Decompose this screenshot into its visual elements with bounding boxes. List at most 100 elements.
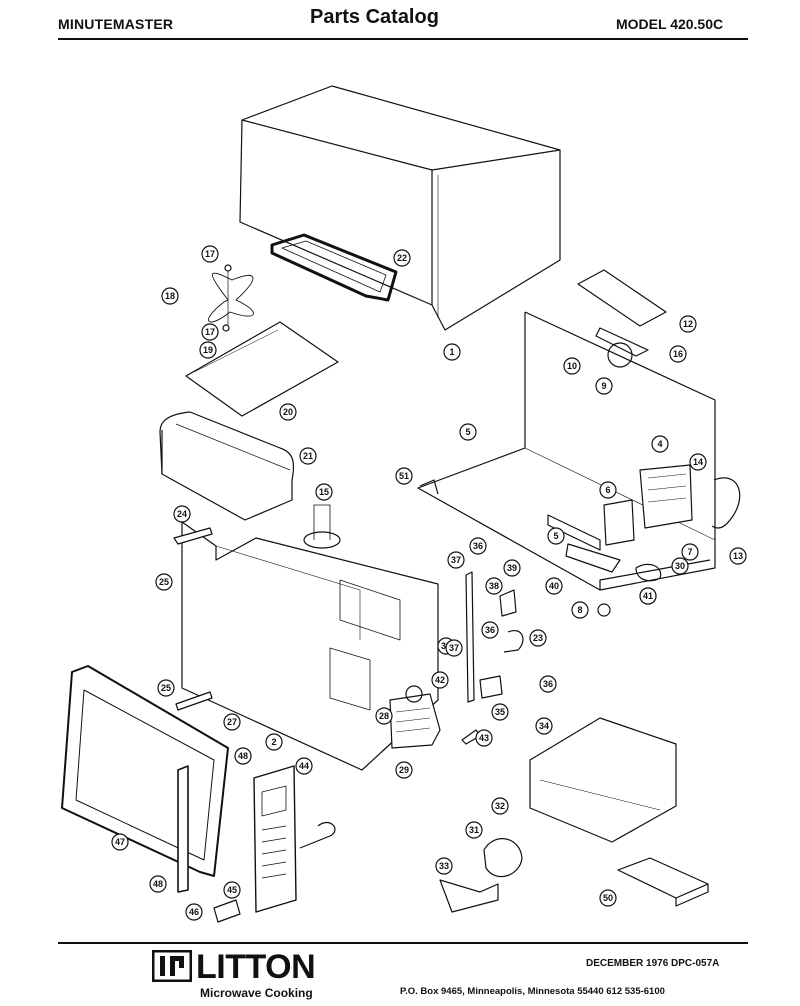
- callout-2: 2: [265, 733, 283, 751]
- callout-36: 36: [481, 621, 499, 639]
- header-rule: [58, 38, 748, 40]
- callout-number: 43: [479, 733, 489, 743]
- callout-number: 23: [533, 633, 543, 643]
- callout-30: 30: [671, 557, 689, 575]
- control-panel-drawing: [253, 765, 297, 913]
- callout-circle: [111, 833, 129, 851]
- callout-16: 16: [669, 345, 687, 363]
- litton-logo-icon: [152, 950, 192, 982]
- control-housing-drawing: [159, 411, 295, 521]
- callout-33: 33: [435, 857, 453, 875]
- callout-8: 8: [571, 601, 589, 619]
- callout-23: 23: [529, 629, 547, 647]
- callout-22: 22: [393, 249, 411, 267]
- callout-number: 18: [165, 291, 175, 301]
- callout-number: 2: [271, 737, 276, 747]
- callout-number: 9: [601, 381, 606, 391]
- callout-circle: [315, 483, 333, 501]
- callout-number: 19: [203, 345, 213, 355]
- callout-number: 47: [115, 837, 125, 847]
- callout-number: 51: [399, 471, 409, 481]
- callout-circle: [265, 733, 283, 751]
- callout-circle: [375, 707, 393, 725]
- callout-number: 28: [379, 711, 389, 721]
- callout-42: 42: [431, 671, 449, 689]
- callout-number: 35: [495, 707, 505, 717]
- callout-number: 15: [319, 487, 329, 497]
- transformer-components-drawing: [547, 464, 741, 582]
- callout-number: 4: [657, 439, 662, 449]
- callout-number: 10: [567, 361, 577, 371]
- callout-number: 48: [238, 751, 248, 761]
- top-cover-plate-drawing: [577, 269, 667, 357]
- lamp-drawing: [607, 342, 633, 368]
- callout-circle: [223, 881, 241, 899]
- callout-circle: [689, 453, 707, 471]
- gasket-frame-drawing: [270, 233, 398, 302]
- callout-circle: [491, 703, 509, 721]
- grommet-drawing: [597, 603, 611, 617]
- callout-circle: [599, 889, 617, 907]
- exploded-parts-diagram: 1245567891011121314151617171819202122232…: [61, 85, 747, 923]
- callout-circle: [447, 551, 465, 569]
- callout-number: 21: [303, 451, 313, 461]
- callout-circle: [295, 757, 313, 775]
- callout-number: 27: [227, 717, 237, 727]
- callout-circle: [393, 249, 411, 267]
- callout-circle: [469, 537, 487, 555]
- callout-12: 12: [679, 315, 697, 333]
- callout-37: 37: [445, 639, 463, 657]
- callout-circle: [545, 577, 563, 595]
- callout-number: 8: [577, 605, 582, 615]
- callout-number: 32: [495, 801, 505, 811]
- callout-circle: [445, 639, 463, 657]
- callout-39: 39: [503, 559, 521, 577]
- callout-number: 40: [549, 581, 559, 591]
- callout-circle: [465, 821, 483, 839]
- callout-number: 22: [397, 253, 407, 263]
- callout-layer: 1245567891011121314151617171819202122232…: [111, 245, 747, 921]
- callout-number: 31: [469, 825, 479, 835]
- callout-36: 36: [469, 537, 487, 555]
- company-address: P.O. Box 9465, Minneapolis, Minnesota 55…: [400, 986, 665, 997]
- callout-29: 29: [395, 761, 413, 779]
- callout-circle: [173, 505, 191, 523]
- callout-circle: [547, 527, 565, 545]
- callout-circle: [595, 377, 613, 395]
- callout-43: 43: [475, 729, 493, 747]
- callout-number: 42: [435, 675, 445, 685]
- callout-25: 25: [157, 679, 175, 697]
- callout-number: 14: [693, 457, 703, 467]
- callout-5: 5: [547, 527, 565, 545]
- callout-circle: [563, 357, 581, 375]
- callout-number: 12: [683, 319, 693, 329]
- callout-circle: [201, 245, 219, 263]
- callout-25: 25: [155, 573, 173, 591]
- callout-circle: [279, 403, 297, 421]
- callout-circle: [503, 559, 521, 577]
- callout-circle: [443, 343, 461, 361]
- latch-bracket-bottom-drawing: [175, 691, 213, 711]
- callout-circle: [481, 621, 499, 639]
- callout-circle: [161, 287, 179, 305]
- small-clip-drawing: [213, 899, 241, 923]
- company-division: Microwave Cooking: [200, 986, 313, 1000]
- callout-number: 36: [485, 625, 495, 635]
- callout-circle: [459, 423, 477, 441]
- callout-7: 7: [681, 543, 699, 561]
- callout-number: 48: [153, 879, 163, 889]
- callout-32: 32: [491, 797, 509, 815]
- callout-number: 30: [675, 561, 685, 571]
- bottom-plate-drawing: [529, 717, 709, 907]
- callout-number: 50: [603, 893, 613, 903]
- callout-number: 17: [205, 249, 215, 259]
- light-cord-drawing: [299, 821, 336, 849]
- fan-motor-drawing: [439, 838, 523, 913]
- callout-34: 34: [535, 717, 553, 735]
- callout-19: 19: [199, 341, 217, 359]
- callout-17: 17: [201, 245, 219, 263]
- footer-rule: [58, 942, 748, 944]
- stirrer-fan-drawing: [208, 264, 254, 332]
- callout-circle: [639, 587, 657, 605]
- page-title: Parts Catalog: [310, 6, 439, 28]
